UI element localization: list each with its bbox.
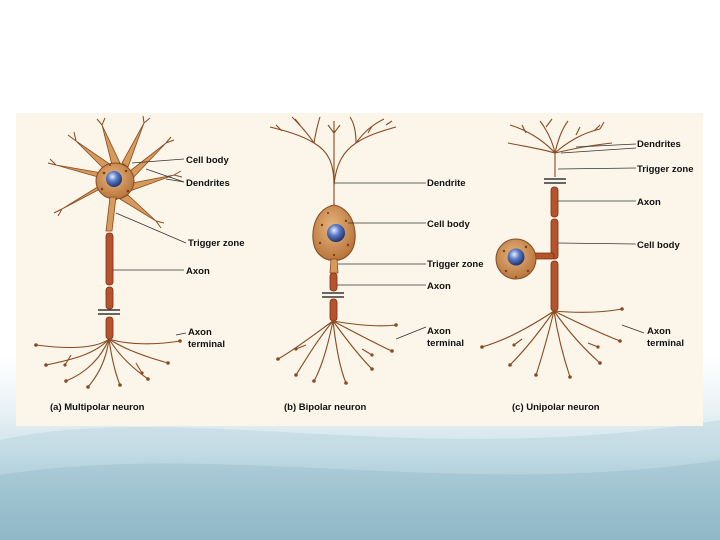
label-axon-terminal-b-line2: terminal (427, 338, 464, 349)
neuron-types-figure: Cell body Dendrites Trigger zone Axon Ax… (16, 113, 703, 426)
label-axon-c: Axon (637, 197, 661, 208)
label-cell-body-b: Cell body (427, 219, 470, 230)
label-axon-terminal-a-line2: terminal (188, 339, 225, 350)
label-trigger-zone-c: Trigger zone (637, 164, 693, 175)
label-axon-a: Axon (186, 266, 210, 277)
label-cell-body-c: Cell body (637, 240, 680, 251)
label-trigger-zone-b: Trigger zone (427, 259, 483, 270)
caption-bipolar: (b) Bipolar neuron (284, 402, 367, 413)
caption-unipolar: (c) Unipolar neuron (512, 402, 600, 413)
label-dendrite-b: Dendrite (427, 178, 466, 189)
bipolar-neuron: Dendrite Cell body Trigger zone Axon Axo… (270, 117, 483, 413)
label-axon-terminal-c-line1: Axon (647, 326, 671, 337)
label-axon-terminal-a-line1: Axon (188, 327, 212, 338)
label-cell-body-a: Cell body (186, 155, 229, 166)
neuron-diagram: Cell body Dendrites Trigger zone Axon Ax… (16, 113, 703, 426)
label-axon-b: Axon (427, 281, 451, 292)
label-axon-terminal-b-line1: Axon (427, 326, 451, 337)
multipolar-neuron: Cell body Dendrites Trigger zone Axon Ax… (34, 116, 244, 413)
caption-multipolar: (a) Multipolar neuron (50, 402, 145, 413)
label-trigger-zone-a: Trigger zone (188, 238, 244, 249)
label-dendrites-a: Dendrites (186, 178, 230, 189)
label-axon-terminal-c-line2: terminal (647, 338, 684, 349)
label-dendrites-c: Dendrites (637, 139, 681, 150)
unipolar-neuron: Dendrites Trigger zone Axon Cell body Ax… (480, 119, 693, 413)
